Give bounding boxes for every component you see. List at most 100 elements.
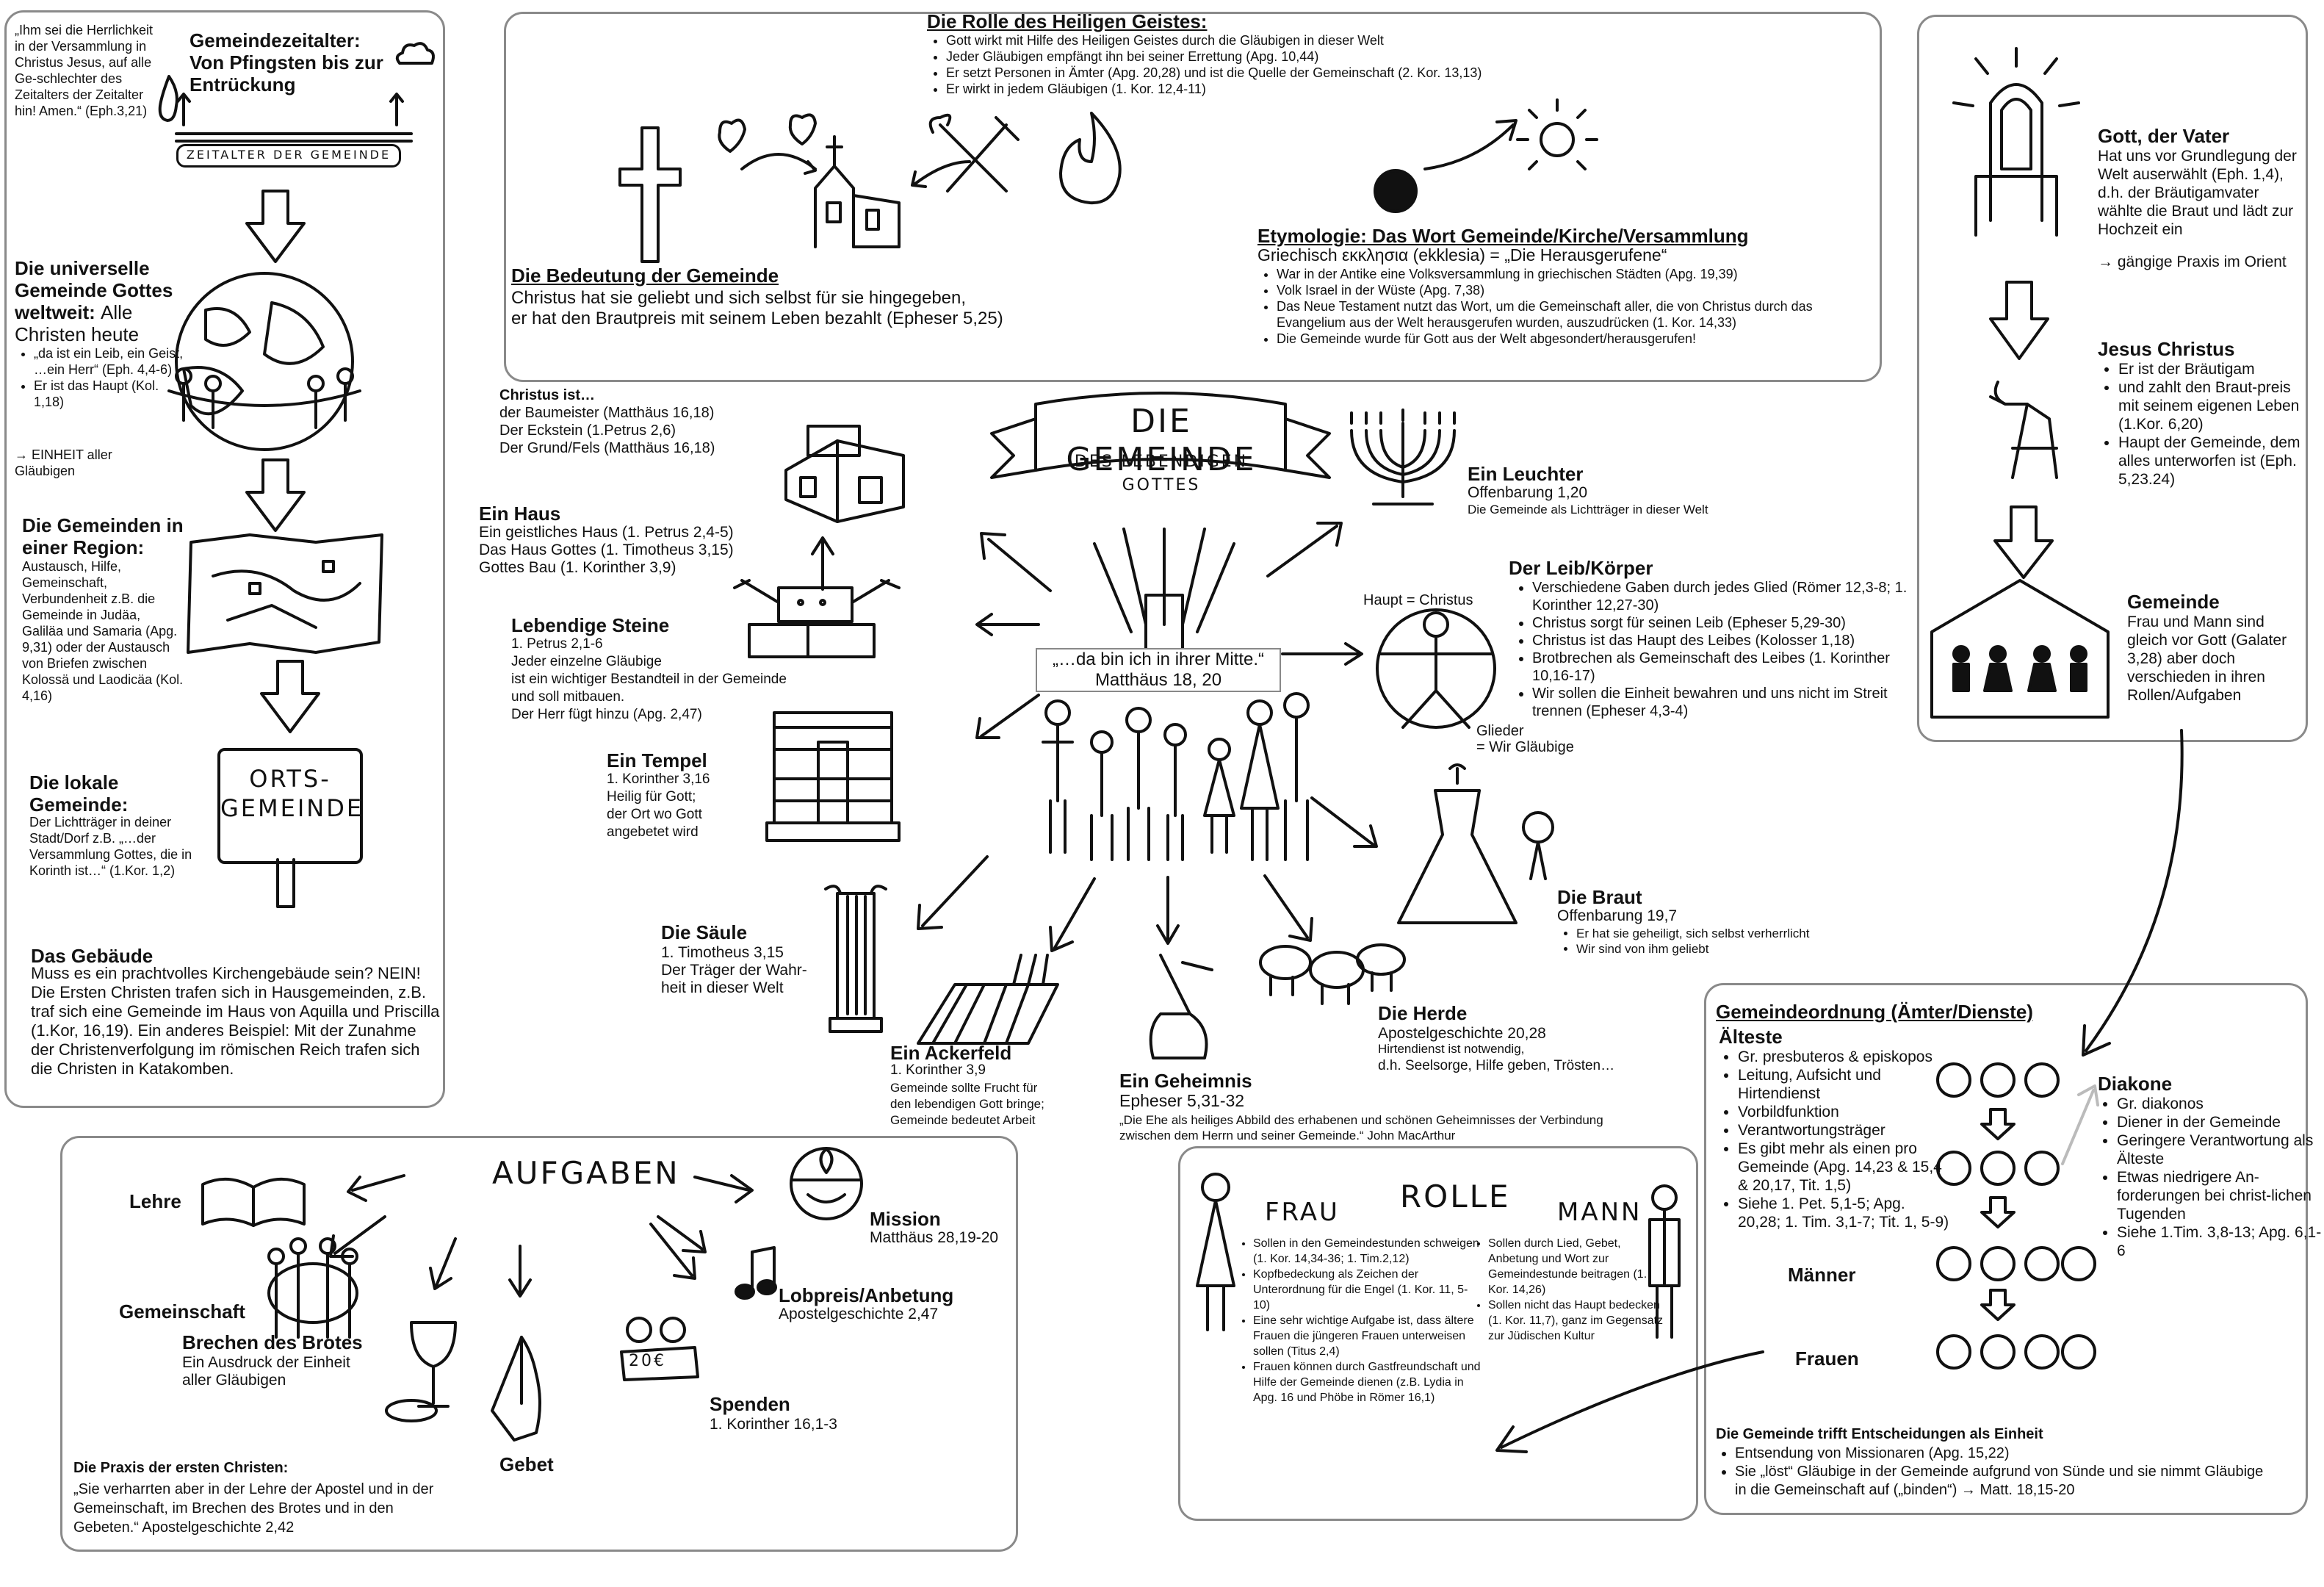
- steine-title: Lebendige Steine: [511, 614, 670, 636]
- haus-title: Ein Haus: [479, 503, 561, 525]
- region-title: Die Gemeinden in einer Region:: [22, 514, 184, 558]
- spenden-ref: 1. Korinther 16,1-3: [710, 1416, 837, 1433]
- diakone-arrow: [2061, 1084, 2099, 1165]
- gemeinde-title: Gemeinde: [2127, 591, 2220, 613]
- saeule-title: Die Säule: [661, 921, 748, 943]
- arrow-mission: [693, 1174, 754, 1203]
- hierarchy-faces-icon: [1936, 1062, 2096, 1370]
- temple-icon: [765, 711, 901, 842]
- globe-icon: [167, 272, 361, 451]
- arrow-gebet: [508, 1245, 532, 1298]
- saeule-text-1: Der Träger der Wahr-: [661, 962, 807, 979]
- maenner-label: Männer: [1788, 1264, 1856, 1286]
- music-note-icon: [735, 1246, 777, 1300]
- arrow-to-leuchter: [1266, 522, 1343, 577]
- steine-text-0: 1. Petrus 2,1-6: [511, 636, 603, 652]
- gebet-label: Gebet: [499, 1453, 554, 1475]
- christus-title: Christus ist…: [499, 387, 596, 403]
- steine-text-2: ist ein wichtiger Bestandteil in der Gem…: [511, 672, 787, 687]
- arrow-to-braut: [1310, 796, 1378, 848]
- book-icon: [201, 1177, 306, 1227]
- braut-list: Er hat sie geheiligt, sich selbst verher…: [1557, 926, 1899, 957]
- herde-title: Die Herde: [1378, 1002, 1468, 1024]
- spirit-list: Gott wirkt mit Hilfe des Heiligen Geiste…: [927, 32, 1827, 97]
- arrow-to-herde: [1263, 874, 1313, 942]
- aufgaben-panel: [60, 1136, 1018, 1552]
- money-icon: [620, 1317, 699, 1381]
- praxis-title: Die Praxis der ersten Christen:: [73, 1460, 289, 1476]
- herde-text-2: d.h. Seelsorge, Hilfe geben, Trösten…: [1378, 1058, 1615, 1073]
- arrow-to-geheim: [1156, 876, 1180, 945]
- acker-text-1: Gemeinde sollte Frucht für: [890, 1081, 1038, 1095]
- light-door-icon: [1093, 528, 1235, 655]
- universal-list: „da ist ein Leib, ein Geist, …ein Herr“ …: [15, 345, 188, 410]
- meaning-title: Die Bedeutung der Gemeinde: [511, 264, 779, 287]
- map-icon: [187, 533, 383, 654]
- era-title: Gemeindezeitalter: Von Pfingsten bis zur…: [190, 29, 383, 96]
- jesus-list: Er ist der Bräutigam und zahlt den Braut…: [2099, 360, 2315, 489]
- leib-glieder-2: = Wir Gläubige: [1476, 739, 1574, 755]
- mann-list: Sollen durch Lied, Gebet, Anbetung und W…: [1469, 1236, 1664, 1344]
- arrow-brot: [429, 1237, 457, 1290]
- lob-title: Lobpreis/Anbetung: [779, 1284, 954, 1306]
- arrow-to-leib: [1281, 642, 1363, 666]
- etym-title: Etymologie: Das Wort Gemeinde/Kirche/Ver…: [1257, 225, 1749, 247]
- diakone-title: Diakone: [2098, 1073, 2173, 1095]
- fire-icon: [1059, 112, 1122, 205]
- christus-item-2: Der Grund/Fels (Matthäus 16,18): [499, 440, 715, 456]
- lamb-icon: [1989, 381, 2058, 479]
- arrow-to-ordnung: [2082, 729, 2184, 1057]
- congregation-house-icon: [1930, 579, 2110, 719]
- christus-item-0: der Baumeister (Matthäus 16,18): [499, 405, 715, 421]
- ortsgemeinde-sign: ORTS- GEMEINDE: [217, 748, 363, 864]
- down-arrow-r1: [1989, 281, 2049, 360]
- flame-icon: [158, 75, 178, 122]
- acker-text-0: 1. Korinther 3,9: [890, 1062, 986, 1078]
- tempel-title: Ein Tempel: [607, 749, 707, 771]
- brot-text2: aller Gläubigen: [182, 1372, 286, 1389]
- man-figure-icon: [1648, 1184, 1681, 1339]
- living-stones-icon: [733, 579, 901, 658]
- throne-icon: [1952, 47, 2080, 237]
- vater-title: Gott, der Vater: [2098, 125, 2230, 147]
- geheim-quote: „Die Ehe als heiliges Abbild des erhaben…: [1119, 1113, 1603, 1142]
- down-arrow-1: [245, 190, 306, 263]
- brot-text1: Ein Ausdruck der Einheit: [182, 1354, 350, 1371]
- mid-quote: „…da bin ich in ihrer Mitte.“ Matthäus 1…: [1036, 648, 1281, 692]
- saeule-text-0: 1. Timotheus 3,15: [661, 944, 784, 961]
- geheim-title: Ein Geheimnis: [1119, 1070, 1252, 1092]
- geheim-ref: Epheser 5,31-32: [1119, 1091, 1245, 1110]
- entscheid-title: Die Gemeinde trifft Entscheidungen als E…: [1716, 1426, 2043, 1442]
- rolle-panel: [1178, 1146, 1698, 1521]
- fellowship-icon: [267, 1237, 358, 1339]
- mission-icon: [790, 1147, 863, 1220]
- universal-title: Die universelle Gemeinde Gottes weltweit…: [15, 257, 173, 345]
- arrow-to-steine: [975, 613, 1040, 636]
- arrow-lobpreis: [657, 1215, 707, 1253]
- acker-text-2: den lebendigen Gott bringe;: [890, 1097, 1044, 1111]
- house-icon: [784, 425, 905, 523]
- frau-label: FRAU: [1265, 1198, 1340, 1227]
- coin-label: 20€: [629, 1352, 666, 1370]
- congregation-icon: [1042, 692, 1310, 861]
- arrow-spenden: [649, 1223, 696, 1280]
- hush-hand-icon: [1149, 954, 1213, 1059]
- universal-arrow: → EINHEIT aller Gläubigen: [15, 447, 112, 478]
- church-icon: [814, 135, 901, 248]
- haus-text-0: Ein geistliches Haus (1. Petrus 2,4-5): [479, 524, 734, 541]
- braut-ref: Offenbarung 19,7: [1557, 907, 1678, 924]
- steine-text-1: Jeder einzelne Gläubige: [511, 654, 662, 669]
- leib-list: Verschiedene Gaben durch jedes Glied (Rö…: [1513, 579, 1914, 720]
- lehre-label: Lehre: [129, 1190, 181, 1212]
- arrow-lehre: [347, 1174, 405, 1202]
- praying-hands-icon: [491, 1336, 541, 1442]
- leuchter-text: Die Gemeinde als Lichtträger in dieser W…: [1468, 503, 1708, 517]
- banner-sub2: GOTTES: [1122, 476, 1201, 494]
- banner-title: DIE GEMEINDE: [1066, 403, 1257, 478]
- region-text: Austausch, Hilfe, Gemeinschaft, Verbunde…: [22, 559, 184, 703]
- mission-ref: Matthäus 28,19-20: [870, 1229, 999, 1246]
- aelteste-title: Älteste: [1719, 1026, 1783, 1048]
- down-arrow-r2: [1993, 505, 2054, 579]
- tempel-text-1: Heilig für Gott;: [607, 789, 696, 805]
- steine-text-4: Der Herr fügt hinzu (Apg. 2,47): [511, 707, 702, 722]
